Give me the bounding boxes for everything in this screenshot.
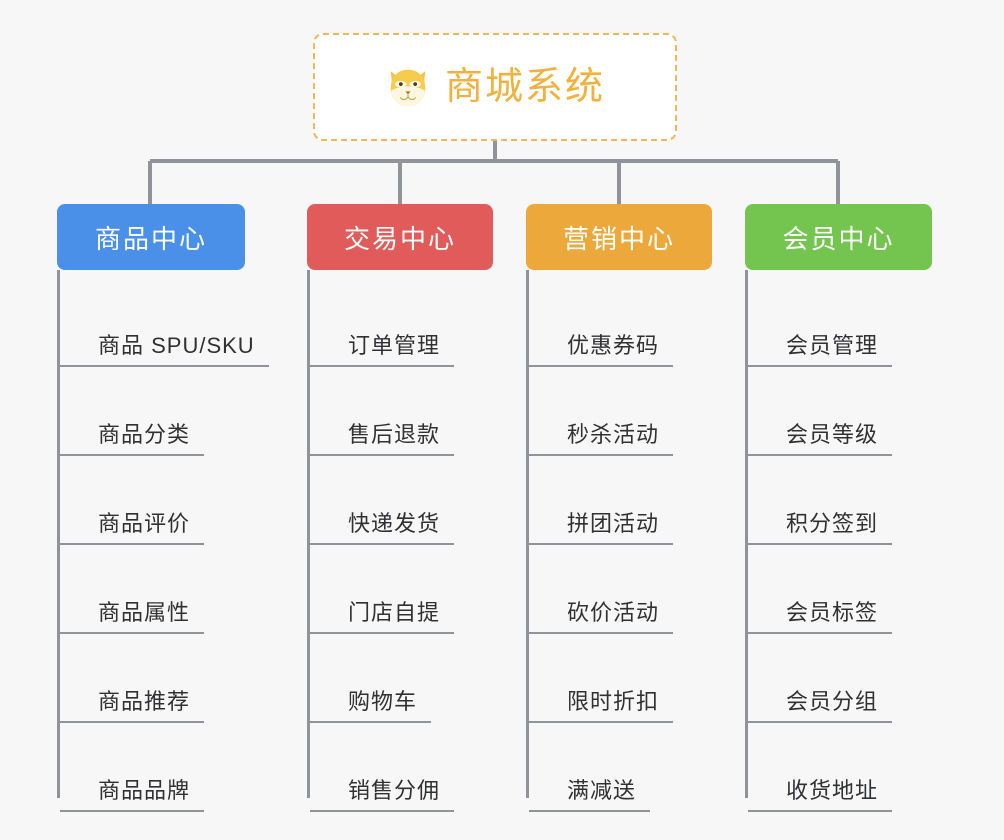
leaf-item[interactable]: 秒杀活动	[526, 367, 712, 456]
leaf-item[interactable]: 商品分类	[57, 367, 245, 456]
leaf-item[interactable]: 限时折扣	[526, 634, 712, 723]
leaf-underline: 砍价活动	[529, 599, 674, 634]
root-node[interactable]: 商城系统	[313, 33, 677, 141]
leaf-underline: 收货地址	[748, 777, 893, 812]
leaf-item[interactable]: 收货地址	[745, 723, 932, 812]
leaf-item[interactable]: 积分签到	[745, 456, 932, 545]
leaf-label: 销售分佣	[348, 777, 441, 803]
leaf-underline: 销售分佣	[310, 777, 455, 812]
leaf-label: 订单管理	[348, 332, 441, 358]
leaf-label: 会员分组	[786, 688, 879, 714]
leaf-underline: 门店自提	[310, 599, 455, 634]
leaf-label: 秒杀活动	[567, 421, 660, 447]
leaf-underline: 优惠券码	[529, 332, 674, 367]
shiba-dog-icon	[390, 69, 426, 106]
leaf-underline: 快递发货	[310, 510, 455, 545]
category-column-2: 营销中心优惠券码秒杀活动拼团活动砍价活动限时折扣满减送	[526, 204, 712, 812]
leaf-underline: 限时折扣	[529, 688, 674, 723]
leaf-item[interactable]: 会员标签	[745, 545, 932, 634]
root-title: 商城系统	[444, 66, 605, 108]
leaf-label: 购物车	[348, 688, 418, 714]
leaf-item[interactable]: 订单管理	[307, 278, 493, 367]
leaf-underline: 会员分组	[748, 688, 893, 723]
leaf-underline: 商品品牌	[60, 777, 205, 812]
leaf-label: 收货地址	[786, 777, 879, 803]
leaf-item[interactable]: 拼团活动	[526, 456, 712, 545]
leaf-label: 会员管理	[786, 332, 879, 358]
leaf-underline: 满减送	[529, 777, 651, 812]
category-column-0: 商品中心商品 SPU/SKU 商品分类商品评价商品属性商品推荐商品品牌	[57, 204, 269, 812]
leaf-underline: 商品推荐	[60, 688, 205, 723]
leaf-label: 快递发货	[348, 510, 441, 536]
leaf-label: 会员标签	[786, 599, 879, 625]
leaf-underline: 积分签到	[748, 510, 893, 545]
leaf-item[interactable]: 满减送	[526, 723, 712, 812]
category-column-1: 交易中心订单管理售后退款快递发货门店自提购物车销售分佣	[307, 204, 493, 812]
leaf-label: 商品评价	[98, 510, 191, 536]
leaf-underline: 订单管理	[310, 332, 455, 367]
leaf-label: 优惠券码	[567, 332, 660, 358]
category-label: 会员中心	[782, 223, 895, 254]
leaf-list-2: 优惠券码秒杀活动拼团活动砍价活动限时折扣满减送	[526, 270, 712, 812]
category-box-2[interactable]: 营销中心	[526, 204, 712, 270]
leaf-underline: 商品 SPU/SKU	[60, 332, 269, 367]
leaf-underline: 商品分类	[60, 421, 205, 456]
leaf-item[interactable]: 商品评价	[57, 456, 245, 545]
leaf-label: 限时折扣	[567, 688, 660, 714]
leaf-item[interactable]: 优惠券码	[526, 278, 712, 367]
leaf-label: 商品品牌	[98, 777, 191, 803]
leaf-underline: 商品评价	[60, 510, 205, 545]
leaf-label: 积分签到	[786, 510, 879, 536]
category-box-1[interactable]: 交易中心	[307, 204, 493, 270]
leaf-item[interactable]: 会员分组	[745, 634, 932, 723]
leaf-label: 售后退款	[348, 421, 441, 447]
category-label: 商品中心	[94, 223, 207, 254]
leaf-item[interactable]: 会员管理	[745, 278, 932, 367]
category-label: 交易中心	[343, 223, 456, 254]
leaf-item[interactable]: 商品推荐	[57, 634, 245, 723]
leaf-underline: 售后退款	[310, 421, 455, 456]
leaf-label: 商品分类	[98, 421, 191, 447]
leaf-underline: 购物车	[310, 688, 432, 723]
leaf-label: 满减送	[567, 777, 637, 803]
leaf-underline: 会员标签	[748, 599, 893, 634]
leaf-list-0: 商品 SPU/SKU 商品分类商品评价商品属性商品推荐商品品牌	[57, 270, 269, 812]
leaf-underline: 秒杀活动	[529, 421, 674, 456]
leaf-item[interactable]: 商品品牌	[57, 723, 245, 812]
leaf-label: 商品属性	[98, 599, 191, 625]
leaf-label: 商品 SPU/SKU	[98, 332, 255, 358]
leaf-item[interactable]: 商品 SPU/SKU	[57, 278, 269, 367]
category-box-0[interactable]: 商品中心	[57, 204, 245, 270]
category-box-3[interactable]: 会员中心	[745, 204, 932, 270]
leaf-item[interactable]: 会员等级	[745, 367, 932, 456]
leaf-underline: 商品属性	[60, 599, 205, 634]
leaf-item[interactable]: 砍价活动	[526, 545, 712, 634]
leaf-label: 商品推荐	[98, 688, 191, 714]
leaf-underline: 会员等级	[748, 421, 893, 456]
leaf-item[interactable]: 售后退款	[307, 367, 493, 456]
leaf-list-3: 会员管理会员等级积分签到会员标签会员分组收货地址	[745, 270, 932, 812]
leaf-item[interactable]: 门店自提	[307, 545, 493, 634]
leaf-underline: 会员管理	[748, 332, 893, 367]
leaf-item[interactable]: 快递发货	[307, 456, 493, 545]
leaf-label: 门店自提	[348, 599, 441, 625]
leaf-item[interactable]: 购物车	[307, 634, 493, 723]
leaf-label: 会员等级	[786, 421, 879, 447]
leaf-item[interactable]: 商品属性	[57, 545, 245, 634]
leaf-list-1: 订单管理售后退款快递发货门店自提购物车销售分佣	[307, 270, 493, 812]
category-label: 营销中心	[562, 223, 675, 254]
leaf-label: 拼团活动	[567, 510, 660, 536]
leaf-underline: 拼团活动	[529, 510, 674, 545]
leaf-label: 砍价活动	[567, 599, 660, 625]
leaf-item[interactable]: 销售分佣	[307, 723, 493, 812]
category-column-3: 会员中心会员管理会员等级积分签到会员标签会员分组收货地址	[745, 204, 932, 812]
